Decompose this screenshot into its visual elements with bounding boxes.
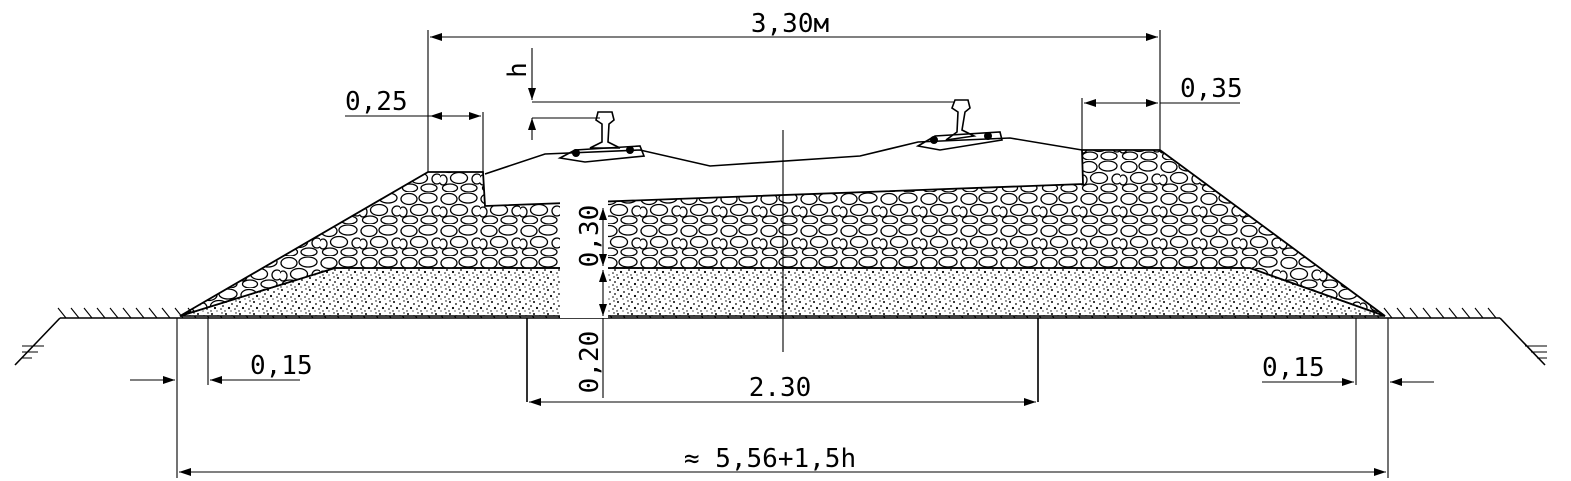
left-shoulder-label: 0,25 [345,87,408,117]
right-rail [915,99,1003,151]
subgrade-width-label: 2.30 [749,373,812,403]
sleeper-top-line [484,137,1083,175]
dim-top-width: 3,30м [427,9,1161,172]
dim-right-shoulder: 0,35 [1081,74,1243,150]
dim-sand-depth: 0,20 [575,270,607,398]
dim-left-shoulder: 0,25 [345,87,484,172]
dim-base-width: ≈ 5,56+1,5h [179,444,1386,476]
sand-depth-label: 0,20 [575,331,605,394]
dim-subgrade-width: 2.30 [529,373,1036,406]
dim-right-edge: 0,15 [1262,318,1434,478]
left-edge-label: 0,15 [250,351,313,381]
dim-superelevation: h [503,48,955,140]
dim-ballast-depth: 0,30 [575,205,607,268]
right-edge-label: 0,15 [1262,353,1325,383]
base-width-label: ≈ 5,56+1,5h [684,444,856,474]
top-width-label: 3,30м [751,9,829,39]
dim-left-edge: 0,15 [130,318,313,478]
left-rail [557,111,646,163]
superelevation-label: h [503,62,533,78]
ballast-depth-label: 0,30 [575,205,605,268]
right-shoulder-label: 0,35 [1180,74,1243,104]
subgrade-trench [526,318,1039,402]
